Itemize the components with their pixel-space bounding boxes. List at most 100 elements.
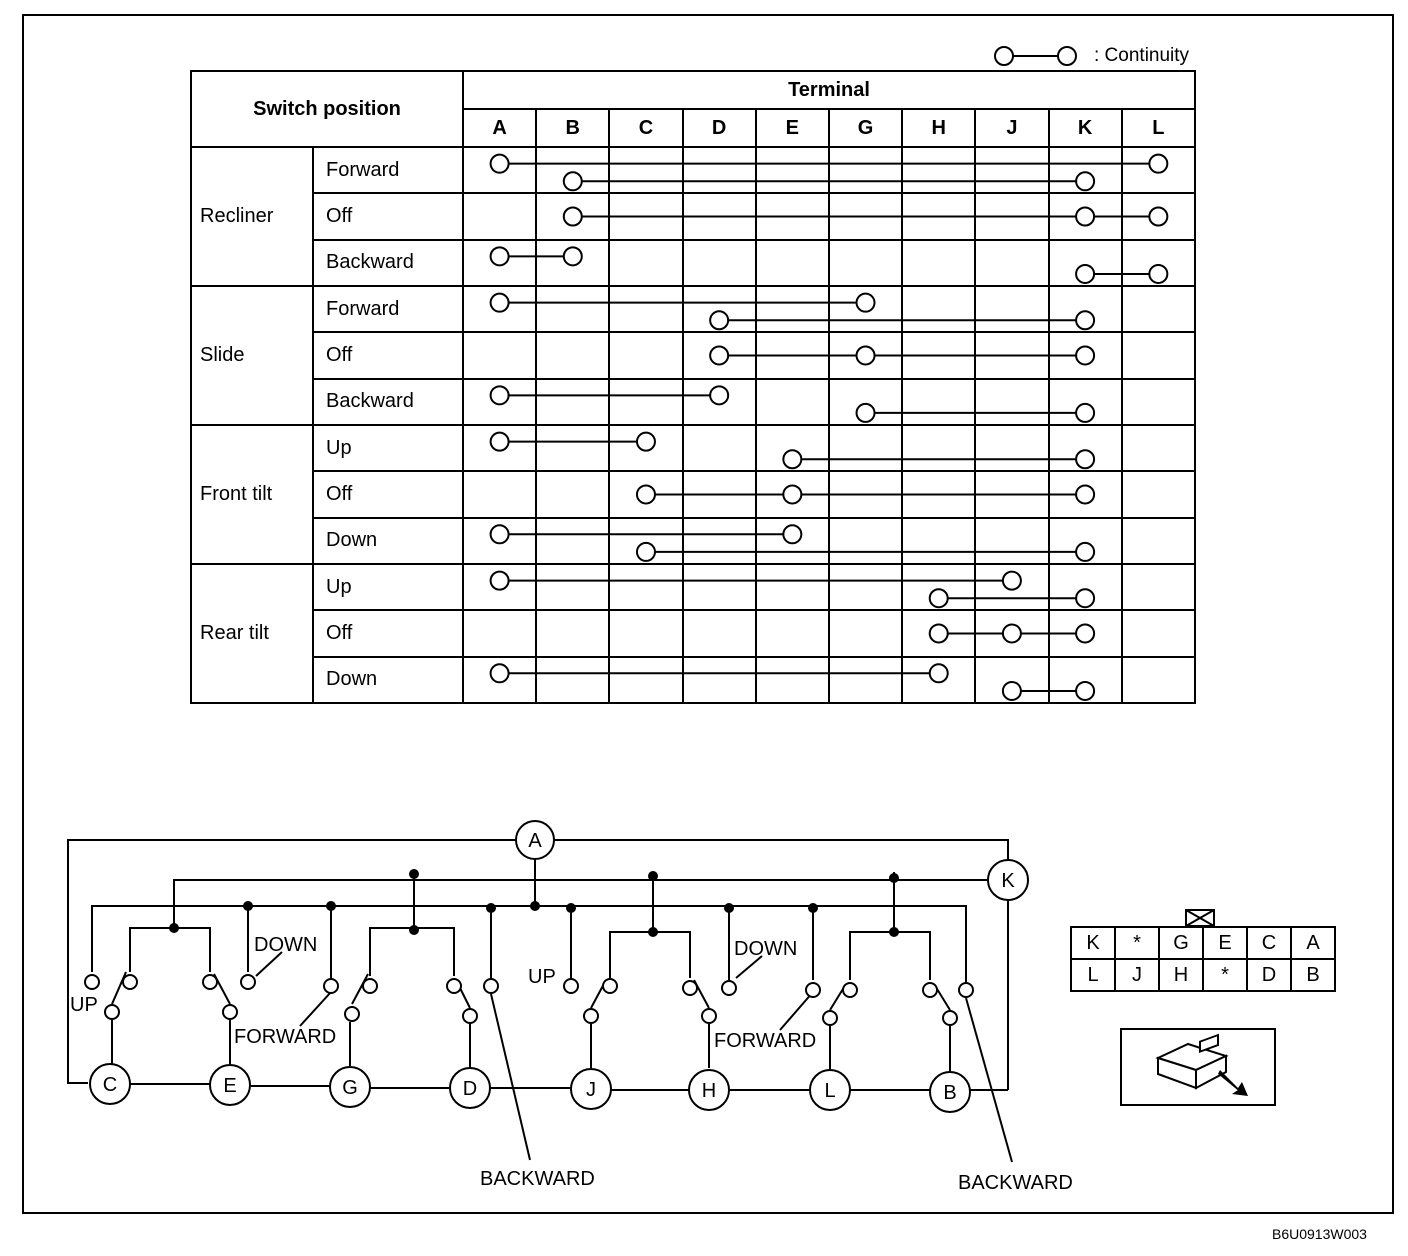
terminal-cell <box>681 562 757 612</box>
continuity-point-k <box>1075 345 1096 366</box>
switch-group-label: Front tilt <box>190 423 314 565</box>
terminal-c-label: C <box>103 1074 117 1096</box>
terminal-cell <box>461 192 538 241</box>
continuity-point-g <box>855 345 876 366</box>
terminal-cell <box>901 145 977 195</box>
terminal-cell <box>535 470 611 519</box>
continuity-point-d <box>709 345 730 366</box>
connector-pin: L <box>1070 958 1116 992</box>
continuity-point-l <box>1148 263 1169 284</box>
terminal-cell <box>535 423 611 473</box>
continuity-point-d <box>709 310 730 331</box>
continuity-lines <box>489 153 1169 701</box>
terminal-b-node <box>929 1071 971 1113</box>
terminal-k-node <box>987 859 1029 901</box>
continuity-point-a <box>489 153 510 174</box>
terminal-h-label: H <box>702 1080 716 1102</box>
continuity-point-a <box>489 663 510 684</box>
terminal-cell <box>974 423 1050 473</box>
terminal-h-node <box>688 1069 730 1111</box>
terminal-k-label: K <box>1001 870 1015 892</box>
terminal-col-h: H <box>901 108 977 148</box>
terminal-g-node <box>329 1066 371 1108</box>
continuity-point-k <box>1075 402 1096 423</box>
continuity-point-j <box>1001 623 1022 644</box>
terminal-b-label: B <box>943 1082 956 1104</box>
continuity-point-k <box>1075 310 1096 331</box>
continuity-point-c <box>635 431 656 452</box>
terminal-cell <box>827 238 904 287</box>
terminal-cell <box>535 377 611 426</box>
terminal-cell <box>901 238 977 287</box>
terminal-col-d: D <box>681 108 757 148</box>
terminal-cell <box>1120 331 1197 380</box>
switch-position-label: Up <box>312 562 464 612</box>
terminal-cell <box>1120 423 1197 473</box>
connector-pin: * <box>1114 926 1160 960</box>
continuity-point-a <box>489 431 510 452</box>
terminal-cell <box>754 284 830 334</box>
forward-label-1: FORWARD <box>234 1026 337 1048</box>
table-row: Backward <box>191 377 1197 426</box>
terminal-cell <box>1120 377 1197 426</box>
terminal-cell <box>901 423 977 473</box>
continuity-point-j <box>1001 680 1022 701</box>
down-label-2: DOWN <box>734 938 798 960</box>
terminal-cell <box>754 562 830 612</box>
connector-pin: C <box>1246 926 1292 960</box>
switch-position-label: Off <box>312 609 464 658</box>
continuity-point-a <box>489 524 510 545</box>
terminal-cell <box>535 284 611 334</box>
terminal-cell <box>681 655 757 705</box>
continuity-point-c <box>635 484 656 505</box>
terminal-cell <box>1120 609 1197 658</box>
terminal-cell <box>681 516 757 565</box>
terminal-cell <box>535 655 611 705</box>
terminal-cell <box>974 377 1050 426</box>
terminal-col-j: J <box>974 108 1050 148</box>
continuity-point-a <box>489 385 510 406</box>
switch-group-label: Recliner <box>190 146 314 287</box>
connector-pin: H <box>1158 958 1204 992</box>
terminal-col-c: C <box>608 108 684 148</box>
forward-label-2: FORWARD <box>714 1030 817 1052</box>
switch-position-label: Down <box>312 655 464 705</box>
terminal-cell <box>974 516 1050 565</box>
connector-pin: * <box>1202 958 1248 992</box>
table-row: Off <box>191 470 1197 519</box>
continuity-point-c <box>635 541 656 562</box>
continuity-point-b <box>562 171 583 192</box>
terminal-col-e: E <box>754 108 830 148</box>
figure-frame <box>22 14 1394 1214</box>
terminal-cell <box>535 516 611 565</box>
terminal-j-label: J <box>586 1079 596 1101</box>
terminal-col-k: K <box>1047 108 1123 148</box>
terminal-a-node <box>515 820 555 860</box>
terminal-cell <box>681 238 757 287</box>
terminal-a-label: A <box>528 830 542 852</box>
continuity-point-a <box>489 570 510 591</box>
continuity-point-k <box>1075 680 1096 701</box>
continuity-point-a <box>489 292 510 313</box>
terminal-l-node <box>809 1069 851 1111</box>
up-label-1: UP <box>70 994 98 1016</box>
continuity-point-e <box>782 449 803 470</box>
backward-label-2: BACKWARD <box>958 1172 1073 1194</box>
terminal-cell <box>827 145 904 195</box>
terminal-d-node <box>449 1067 491 1109</box>
terminal-cell <box>827 562 904 612</box>
continuity-point-b <box>562 246 583 267</box>
connector-illustration-icon <box>1155 1033 1248 1096</box>
terminal-cell <box>754 145 830 195</box>
terminal-cell <box>1120 655 1197 705</box>
continuity-point-k <box>1075 449 1096 470</box>
terminal-col-l: L <box>1120 108 1197 148</box>
terminal-cell <box>901 516 977 565</box>
terminal-cell <box>901 377 977 426</box>
switch-position-label: Off <box>312 470 464 519</box>
continuity-symbol-icon <box>994 46 1077 66</box>
terminal-cell <box>901 284 977 334</box>
